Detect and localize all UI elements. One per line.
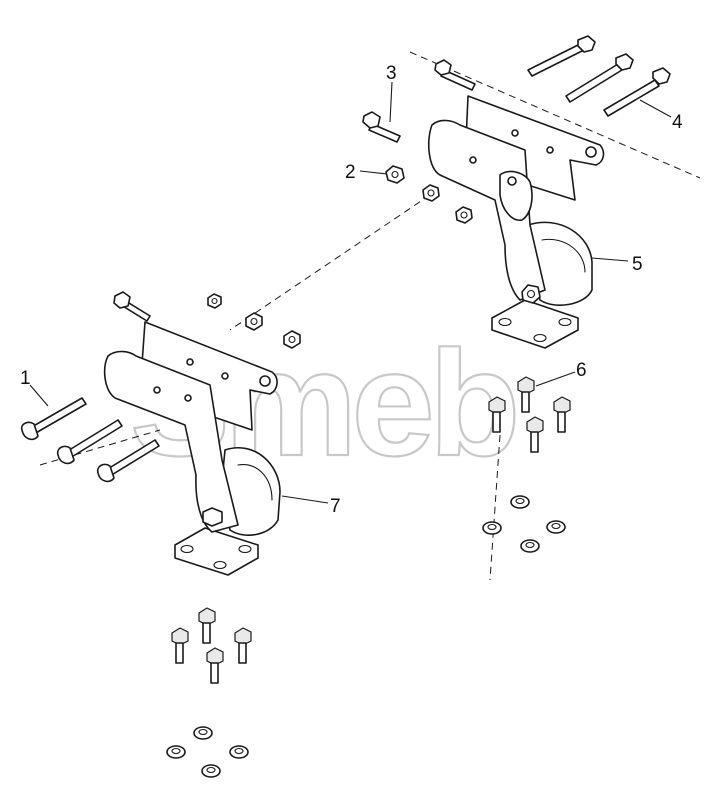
flange-nut-lower-right-a[interactable] [510, 495, 530, 509]
flange-nut-lower-right-d[interactable] [520, 539, 540, 553]
callout-3[interactable]: 3 [386, 63, 397, 84]
callout-7[interactable]: 7 [330, 496, 341, 517]
flange-nut-left-c[interactable] [283, 330, 301, 349]
flange-nut-lower-left-c[interactable] [229, 745, 249, 759]
long-bolt-top-b[interactable] [565, 53, 634, 103]
flange-nut-left-b[interactable] [245, 312, 263, 331]
carriage-bolt-2[interactable] [56, 419, 123, 465]
carriage-bolt-3[interactable] [96, 439, 160, 483]
hex-bolt-left-top[interactable] [113, 291, 151, 322]
leader-4 [639, 99, 672, 118]
leader-3 [389, 81, 393, 123]
hex-bolt-6-a[interactable] [517, 376, 535, 413]
hex-bolt-3[interactable] [362, 111, 401, 143]
flange-nut-lower-right-b[interactable] [482, 521, 502, 535]
callout-1[interactable]: 1 [20, 368, 31, 389]
callout-6[interactable]: 6 [576, 360, 587, 381]
hex-bolt-lower-left-c[interactable] [234, 627, 252, 664]
long-bolt-top-a[interactable] [527, 35, 596, 77]
assembly-axis-left [39, 429, 161, 466]
hex-bolt-6-b[interactable] [488, 396, 506, 433]
hex-bolt-lower-left-d[interactable] [206, 647, 224, 684]
leader-7 [281, 495, 329, 504]
callout-4[interactable]: 4 [672, 112, 683, 133]
leader-2 [359, 170, 388, 175]
callout-5[interactable]: 5 [632, 254, 643, 275]
long-bolt-top-c[interactable] [603, 67, 671, 117]
hex-bolt-6-c[interactable] [553, 396, 571, 433]
hex-bolt-lower-left-a[interactable] [198, 607, 216, 644]
mount-bracket-right[interactable] [427, 95, 605, 349]
flange-nut-lower-left-d[interactable] [201, 764, 221, 778]
leader-5 [591, 257, 629, 262]
flange-nut-right-a[interactable] [422, 184, 440, 202]
flange-nut-lower-left-b[interactable] [166, 745, 186, 759]
mount-bracket-left[interactable] [103, 321, 281, 576]
leader-1 [29, 384, 49, 407]
flange-nut-2[interactable] [385, 165, 405, 184]
flange-nut-lower-left-a[interactable] [193, 726, 213, 740]
hex-bolt-top-short[interactable] [434, 59, 476, 91]
hex-bolt-6-d[interactable] [526, 416, 544, 453]
flange-nut-left-a[interactable] [207, 293, 222, 309]
assembly-axis-upper [409, 51, 701, 179]
hex-bolt-lower-left-b[interactable] [171, 627, 189, 664]
assembly-axis-diagonal [229, 194, 431, 331]
carriage-bolt-1[interactable] [20, 397, 87, 441]
assembly-axis-vertical [489, 434, 501, 581]
leader-6 [535, 371, 576, 387]
flange-nut-right-b[interactable] [455, 206, 473, 224]
flange-nut-lower-right-c[interactable] [546, 520, 566, 534]
callout-2[interactable]: 2 [345, 162, 356, 183]
